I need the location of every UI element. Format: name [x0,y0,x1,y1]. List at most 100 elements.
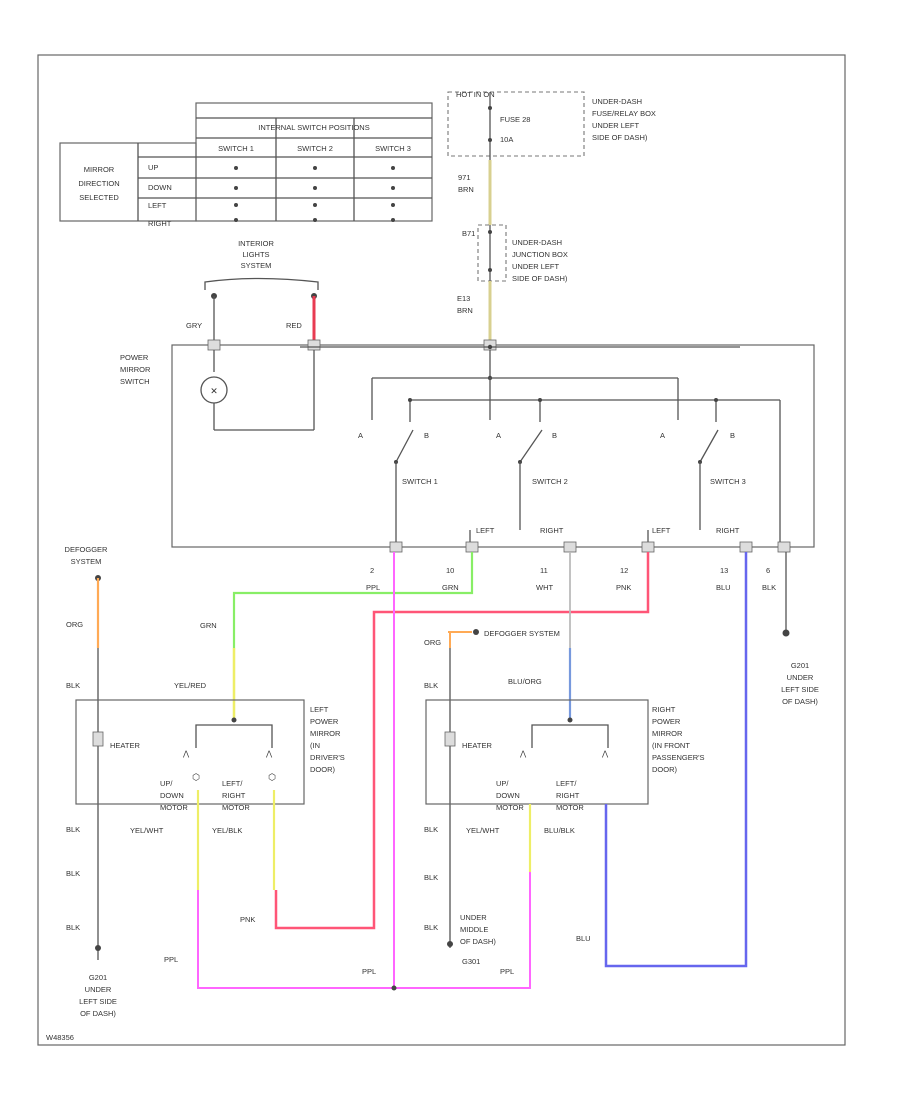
g-left-id: G201 [89,973,107,982]
table-col-3: SWITCH 3 [375,144,411,153]
sw2-b: B [552,431,557,440]
sw1-label: SWITCH 1 [402,477,438,486]
ground-g301: UNDER MIDDLE OF DASH) G301 [460,913,496,966]
rm-ud-3: MOTOR [496,803,524,812]
fuse-loc-3: UNDER LEFT [592,121,640,130]
g-mid-3: OF DASH) [460,937,496,946]
label-ppl-mid: PPL [362,967,376,976]
term-right-2: RIGHT [716,526,740,535]
g-right-1: UNDER [787,673,814,682]
term-right-1: RIGHT [540,526,564,535]
pin-11-color: WHT [536,583,553,592]
pms-label-3: SWITCH [120,377,150,386]
rm-title-4: (IN FRONT [652,741,690,750]
switch-3: A B SWITCH 3 [660,398,746,530]
pms-label-2: MIRROR [120,365,151,374]
g-left-3: OF DASH) [80,1009,116,1018]
label-ppl-left: PPL [164,955,178,964]
rm-title-2: POWER [652,717,681,726]
rm-title-5: PASSENGER'S [652,753,705,762]
lm-title-2: POWER [310,717,339,726]
wire-ppl-right [394,872,531,989]
sw1-a: A [358,431,363,440]
label-blk-right-4: BLK [424,923,438,932]
label-blu-org: BLU/ORG [508,677,542,686]
lm-title-6: DOOR) [310,765,336,774]
switch-connectors [389,541,791,553]
table-row-label-2: DIRECTION [78,179,119,188]
svg-text:⋀: ⋀ [265,749,273,758]
pms-label-1: POWER [120,353,149,362]
heater-right-icon [444,731,456,747]
junction-loc-3: UNDER LEFT [512,262,560,271]
pin-10-color: GRN [442,583,459,592]
g-right-2: LEFT SIDE [781,685,819,694]
junction-box: B71 UNDER-DASH JUNCTION BOX UNDER LEFT S… [462,224,568,283]
junction-loc-2: JUNCTION BOX [512,250,568,259]
junction-connector: B71 [462,229,475,238]
fuse-hot-label: HOT IN ON [456,90,495,99]
lamp-glyph: ✕ [210,386,218,396]
rm-lr-3: MOTOR [556,803,584,812]
rm-title-3: MIRROR [652,729,683,738]
rm-ud-1: UP/ [496,779,509,788]
label-blk-left-1: BLK [66,681,80,690]
switch-position-table: INTERNAL SWITCH POSITIONS SWITCH 1 SWITC… [59,102,433,228]
g-left-1: UNDER [85,985,112,994]
table-row-down: DOWN [148,183,172,192]
pin-13-num: 13 [720,566,728,575]
g-mid-2: MIDDLE [460,925,488,934]
defog-right: DEFOGGER SYSTEM [484,629,560,638]
lm-title-5: DRIVER'S [310,753,345,762]
lm-heater: HEATER [110,741,140,750]
sw3-a: A [660,431,665,440]
sw2-a: A [496,431,501,440]
label-blk-left-2: BLK [66,825,80,834]
table-col-2: SWITCH 2 [297,144,333,153]
table-row-right: RIGHT [148,219,172,228]
lm-motor-1-icon: ⬡ [192,772,200,782]
fuse-box: HOT IN ON FUSE 28 10A UNDER-DASH FUSE/RE… [447,90,656,160]
svg-text:⋀: ⋀ [182,749,190,758]
fuse-loc-2: FUSE/RELAY BOX [592,109,656,118]
heater-left-icon [92,731,104,747]
footer-id: W48356 [46,1033,74,1042]
table-row-label-3: SELECTED [79,193,119,202]
svg-text:⋀: ⋀ [519,749,527,758]
w1-color: BRN [458,185,474,194]
label-yel-blk: YEL/BLK [212,826,242,835]
defogger-left: DEFOGGER SYSTEM ORG BLK BLK BLK BLK [65,545,108,960]
fuse-label: FUSE 28 [500,115,530,124]
defog-left-2: SYSTEM [71,557,102,566]
term-left-1: LEFT [476,526,495,535]
rm-title-1: RIGHT [652,705,676,714]
lm-lr-1: LEFT/ [222,779,243,788]
sw1-b: B [424,431,429,440]
lm-title-3: MIRROR [310,729,341,738]
svg-text:⋀: ⋀ [601,749,609,758]
label-blk-right-1: BLK [424,681,438,690]
rm-title-6: DOOR) [652,765,678,774]
lm-ud-1: UP/ [160,779,173,788]
table-col-1: SWITCH 1 [218,144,254,153]
sw2-label: SWITCH 2 [532,477,568,486]
switch-2: A B SWITCH 2 [496,398,568,530]
label-org-right: ORG [424,638,441,647]
fuse-loc-4: SIDE OF DASH) [592,133,648,142]
g-mid-1: UNDER [460,913,487,922]
pin-12-num: 12 [620,566,628,575]
label-blu: BLU [576,934,591,943]
rm-ud-2: DOWN [496,791,520,800]
wire-pnk-top [274,552,650,930]
pin-10-num: 10 [446,566,454,575]
rm-heater: HEATER [462,741,492,750]
pin-12-color: PNK [616,583,631,592]
right-power-mirror: RIGHT POWER MIRROR (IN FRONT PASSENGER'S… [425,699,705,812]
defogger-right: DEFOGGER SYSTEM ORG BLK BLK BLK BLK [424,629,560,948]
interior-lights-3: SYSTEM [241,261,272,270]
lm-ud-2: DOWN [160,791,184,800]
label-grn: GRN [200,621,217,630]
junction-loc-1: UNDER-DASH [512,238,562,247]
wire-grn [232,552,474,648]
